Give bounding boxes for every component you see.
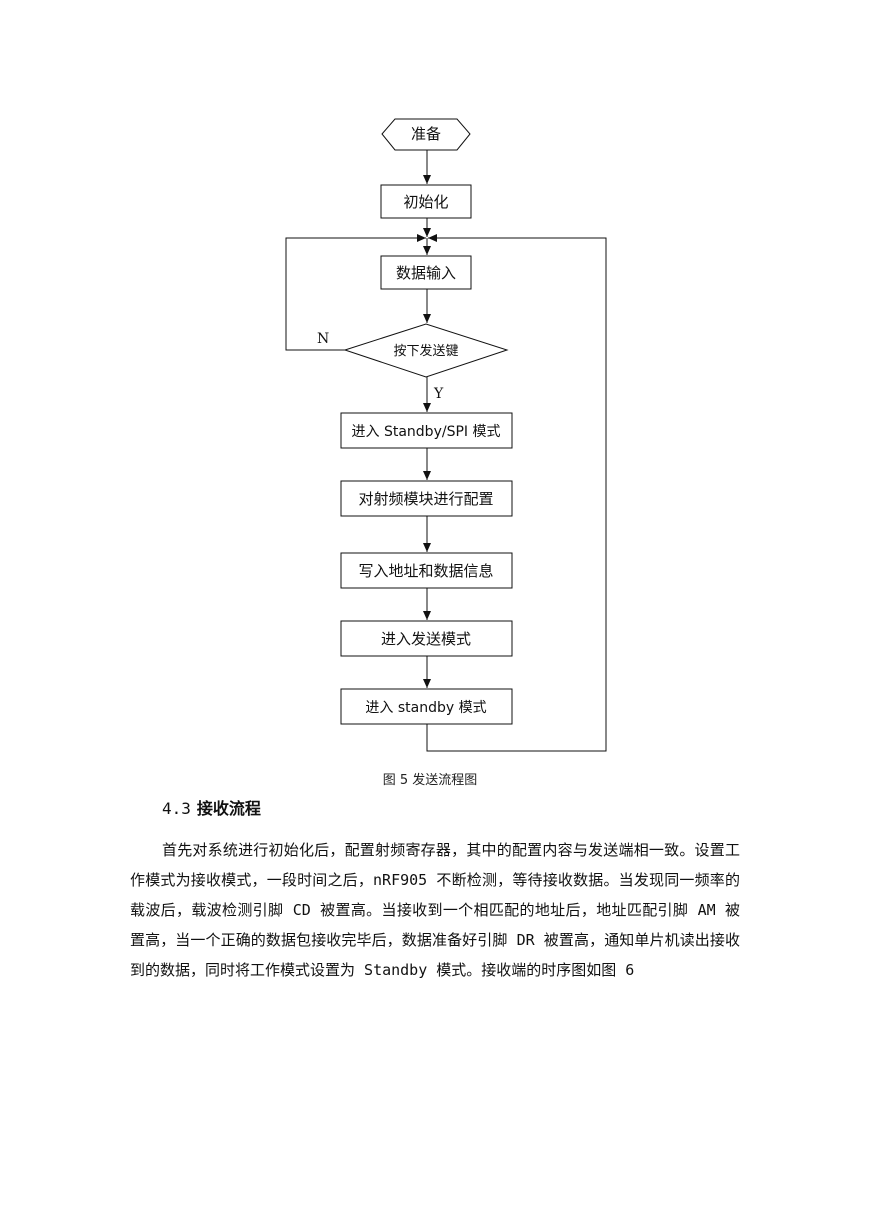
loop-return-line bbox=[426, 234, 607, 752]
no-label: N bbox=[317, 331, 329, 347]
decision-label: 按下发送键 bbox=[393, 343, 458, 359]
write-label: 写入地址和数据信息 bbox=[358, 562, 493, 580]
figure-caption: 图 5 发送流程图 bbox=[382, 773, 478, 788]
init-label: 初始化 bbox=[403, 193, 448, 211]
configure-box bbox=[340, 480, 513, 517]
start-terminal bbox=[381, 118, 471, 151]
section-heading: 4.3 接收流程 bbox=[162, 795, 261, 819]
start-label: 准备 bbox=[411, 125, 441, 143]
yes-label: Y bbox=[433, 386, 444, 402]
body-paragraph: 首先对系统进行初始化后，配置射频寄存器，其中的配置内容与发送端相一致。设置工作模… bbox=[130, 841, 740, 979]
configure-label: 对射频模块进行配置 bbox=[358, 490, 493, 508]
standby-label: 进入 standby 模式 bbox=[365, 700, 486, 716]
init-box bbox=[380, 184, 472, 219]
standby-box bbox=[340, 688, 513, 725]
section-number: 4.3 bbox=[162, 799, 191, 818]
send-flowchart: 准备 初始化 数据输入 按下发送键 N Y 进入 Standby/SPI 模式 … bbox=[285, 118, 607, 752]
input-label: 数据输入 bbox=[396, 264, 456, 282]
loop-no-line bbox=[285, 234, 426, 351]
section-title: 接收流程 bbox=[196, 799, 261, 818]
send-mode-label: 进入发送模式 bbox=[381, 630, 471, 648]
input-box bbox=[380, 255, 472, 290]
send-mode-box bbox=[340, 620, 513, 657]
decision-diamond bbox=[343, 323, 509, 378]
standby-spi-label: 进入 Standby/SPI 模式 bbox=[352, 424, 501, 440]
write-box bbox=[340, 552, 513, 589]
